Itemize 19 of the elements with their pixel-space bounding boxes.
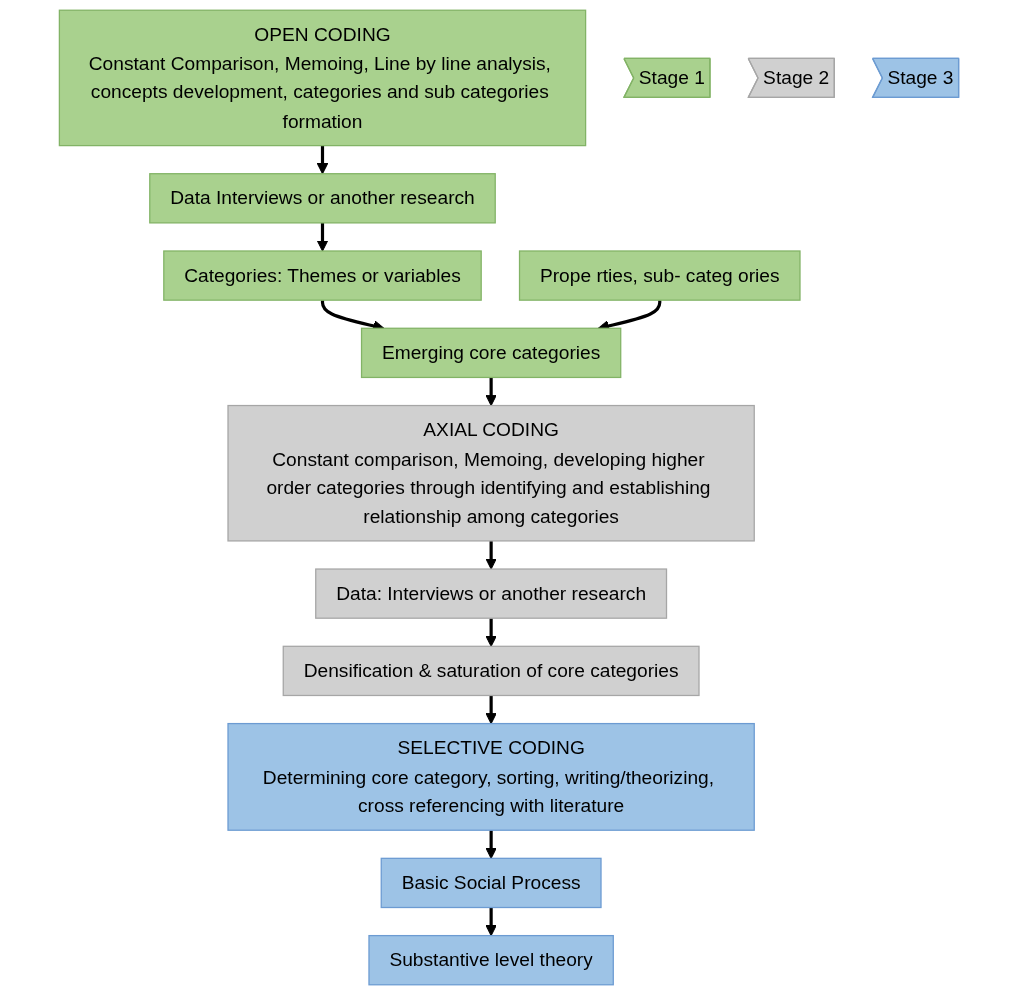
node-box: Data: Interviews or another research (315, 568, 668, 619)
arrow (485, 907, 497, 937)
node-box: Prope rties, sub- categ ories (518, 250, 801, 301)
arrow (485, 377, 497, 407)
node-box: Basic Social Process (380, 857, 602, 909)
arrow (485, 830, 497, 859)
node-box: AXIAL CODING Constant comparison, Memoing, developing higher order categories through identifying and establishing relationship among categories (227, 404, 755, 542)
arrow (485, 695, 497, 725)
node-box: SELECTIVE CODING Determining core category, sorting, writing/theorizing, cross referencing with literature (227, 722, 755, 831)
node-box: Substantive level theory (368, 934, 614, 986)
arrow (485, 618, 497, 647)
node-box: Data Interviews or another research (149, 173, 496, 224)
node-box: Emerging core categories (360, 327, 622, 379)
arrow (485, 540, 497, 570)
arrow (316, 145, 329, 175)
arrow (316, 222, 329, 252)
node-box: Categories: Themes or variables (163, 250, 482, 301)
node-box: OPEN CODING Constant Comparison, Memoing, Line by line analysis, concepts development, categories and sub categories formation (58, 9, 587, 147)
node-box: Densification & saturation of core categories (282, 645, 700, 697)
